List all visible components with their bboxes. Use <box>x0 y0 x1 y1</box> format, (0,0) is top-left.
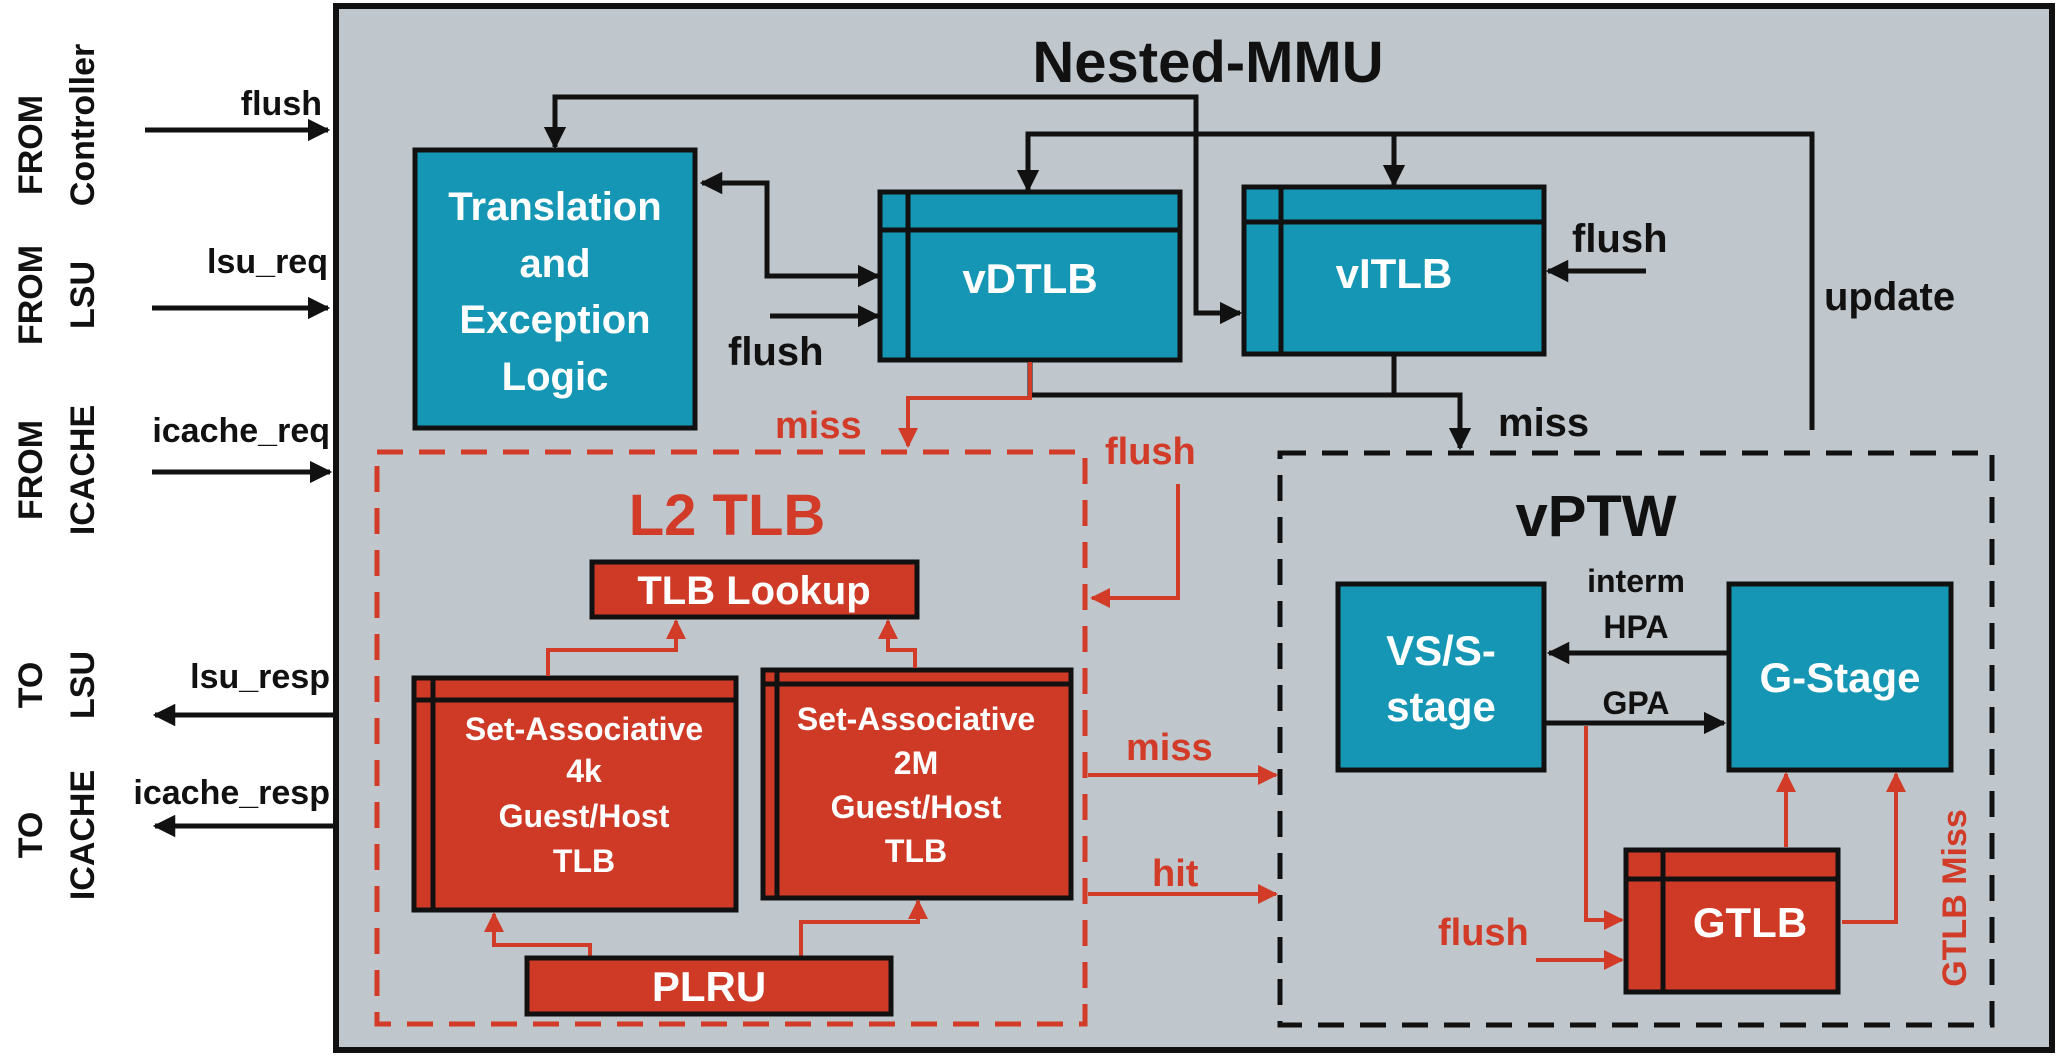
vs-stage-label-1: VS/S- <box>1386 627 1496 674</box>
set4k-label-2: 4k <box>566 753 602 789</box>
tlb-lookup-label: TLB Lookup <box>637 569 870 613</box>
set-assoc-4k-block <box>411 675 739 913</box>
g-stage-block <box>1726 581 1954 773</box>
signal-interm-2: HPA <box>1603 609 1668 645</box>
tlb-lookup-block <box>589 559 920 620</box>
vdtlb-block <box>877 189 1183 363</box>
wire-vs-gtlb <box>1584 726 1624 930</box>
from-lsu-label-2: LSU <box>64 261 102 329</box>
signal-icache-req: icache_req <box>152 412 330 450</box>
set-assoc-2m-block <box>760 667 1074 901</box>
wire-plru-set4k <box>484 912 592 956</box>
wire-flush-l2 <box>1090 484 1180 608</box>
nested-mmu-title: Nested-MMU <box>1032 30 1383 95</box>
signal-gtlb-miss: GTLB Miss <box>1936 809 1974 987</box>
vs-stage-label-2: stage <box>1386 683 1496 730</box>
signal-lsu-req: lsu_req <box>207 243 328 281</box>
signal-gpa: GPA <box>1603 685 1670 721</box>
wire-top-to-vitlb-left <box>1193 145 1243 325</box>
signal-flush-vitlb: flush <box>1572 217 1668 261</box>
translation-label-1: Translation <box>448 185 661 229</box>
signal-lsu-resp: lsu_resp <box>190 658 330 696</box>
vptw-container <box>1277 450 1995 1028</box>
signal-l2-miss: miss <box>1126 727 1213 769</box>
l2-tlb-container <box>374 449 1088 1027</box>
set2m-label-3: Guest/Host <box>831 789 1002 825</box>
to-icache-label-2: ICACHE <box>64 770 102 900</box>
translation-label-3: Exception <box>459 298 650 342</box>
wire-update-loop <box>1016 131 1815 430</box>
set2m-label-1: Set-Associative <box>797 701 1035 737</box>
set4k-label-3: Guest/Host <box>499 798 670 834</box>
signal-update: update <box>1824 275 1955 319</box>
wire-plru-set2m <box>799 899 928 956</box>
set2m-label-2: 2M <box>894 745 938 781</box>
vdtlb-label: vDTLB <box>962 255 1097 302</box>
from-lsu-label-1: FROM <box>12 245 50 345</box>
signal-flush-in: flush <box>241 85 322 123</box>
to-lsu-label-1: TO <box>12 662 50 709</box>
from-controller-label-1: FROM <box>12 95 50 195</box>
signal-flush-gtlb: flush <box>1438 912 1529 954</box>
signal-icache-resp: icache_resp <box>133 774 330 812</box>
translation-label-2: and <box>519 242 590 286</box>
signal-flush-vdtlb: flush <box>728 330 824 374</box>
vitlb-label: vITLB <box>1336 250 1453 297</box>
from-controller-label-2: Controller <box>64 44 102 206</box>
gtlb-label: GTLB <box>1693 899 1807 946</box>
set2m-label-4: TLB <box>885 833 947 869</box>
g-stage-label: G-Stage <box>1759 654 1920 701</box>
vs-s-stage-block <box>1335 581 1547 773</box>
signal-l2-hit: hit <box>1152 853 1199 895</box>
vptw-title: vPTW <box>1515 484 1676 549</box>
signal-interm-1: interm <box>1587 563 1685 599</box>
signal-miss-vitlb: miss <box>1498 401 1589 445</box>
wire-set4k-lookup <box>546 619 686 676</box>
to-icache-label-1: TO <box>12 812 50 859</box>
signal-flush-l2: flush <box>1105 431 1196 473</box>
plru-block <box>524 955 894 1017</box>
set4k-label-4: TLB <box>553 843 615 879</box>
wire-gtlb-miss-gstage <box>1842 772 1906 924</box>
from-icache-label-1: FROM <box>12 420 50 520</box>
l2-tlb-title: L2 TLB <box>629 483 826 548</box>
vitlb-block <box>1241 184 1547 357</box>
wire-translation-vdtlb <box>699 171 881 288</box>
wire-miss-vdtlb-l2 <box>898 362 1032 448</box>
from-icache-label-2: ICACHE <box>64 405 102 535</box>
translation-label-4: Logic <box>502 355 609 399</box>
translation-exception-logic-block <box>412 147 698 431</box>
plru-label: PLRU <box>652 963 766 1010</box>
set4k-label-1: Set-Associative <box>465 711 703 747</box>
to-lsu-label-2: LSU <box>64 651 102 719</box>
signal-miss-vdtlb: miss <box>775 405 862 447</box>
wire-set2m-lookup <box>878 619 917 668</box>
wire-top-to-translation <box>543 94 1199 150</box>
